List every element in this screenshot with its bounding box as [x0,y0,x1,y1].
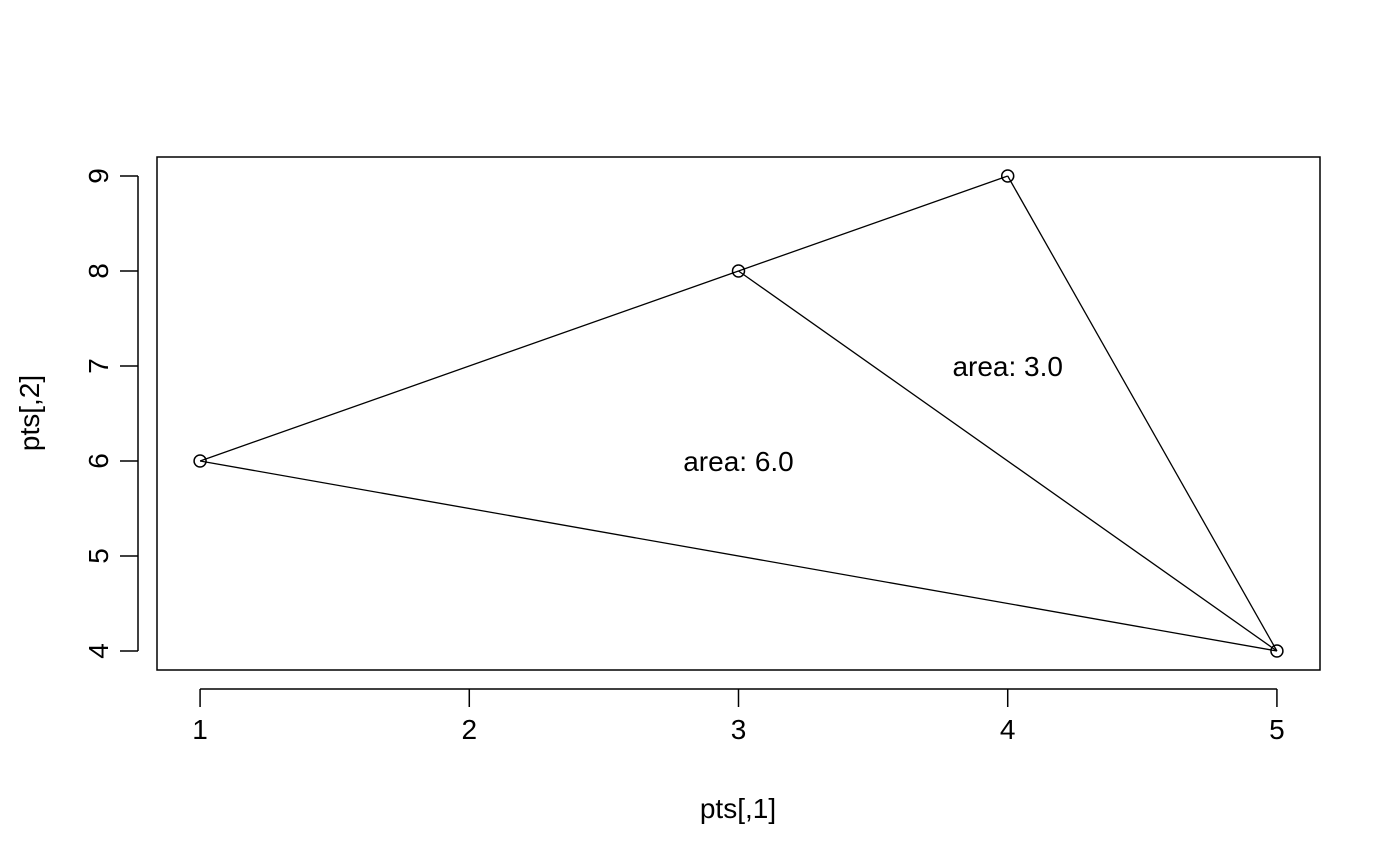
y-axis: 4 5 6 7 8 9 [83,168,139,659]
annotation-0: area: 6.0 [683,446,794,477]
point-1 [731,264,746,278]
segment-0 [199,270,739,462]
point-0 [193,454,207,468]
x-tick-label-0: 1 [192,714,208,745]
y-tick-label-2: 6 [83,453,114,469]
segment-3 [738,175,1008,272]
point-2 [1000,169,1015,183]
x-axis: 1 2 3 4 5 [192,688,1285,745]
segments-group [199,175,1278,652]
segment-2 [199,460,1278,652]
points-group [193,169,1284,658]
segment-1 [738,270,1278,652]
point-3 [1270,644,1284,658]
y-tick-label-5: 9 [83,168,114,184]
annotation-1: area: 3.0 [952,351,1063,382]
y-tick-label-3: 7 [83,358,114,374]
plot-frame [156,156,1321,671]
x-tick-label-3: 4 [1000,714,1016,745]
x-tick-label-2: 3 [731,714,747,745]
y-tick-label-0: 4 [83,643,114,659]
y-axis-label: pts[,2] [14,375,45,451]
y-tick-label-1: 5 [83,548,114,564]
x-axis-label: pts[,1] [700,793,776,824]
x-tick-label-4: 5 [1269,714,1285,745]
annotations-group: area: 6.0 area: 3.0 [683,351,1063,477]
segment-4 [1007,175,1278,652]
y-tick-label-4: 8 [83,263,114,279]
x-tick-label-1: 2 [461,714,477,745]
